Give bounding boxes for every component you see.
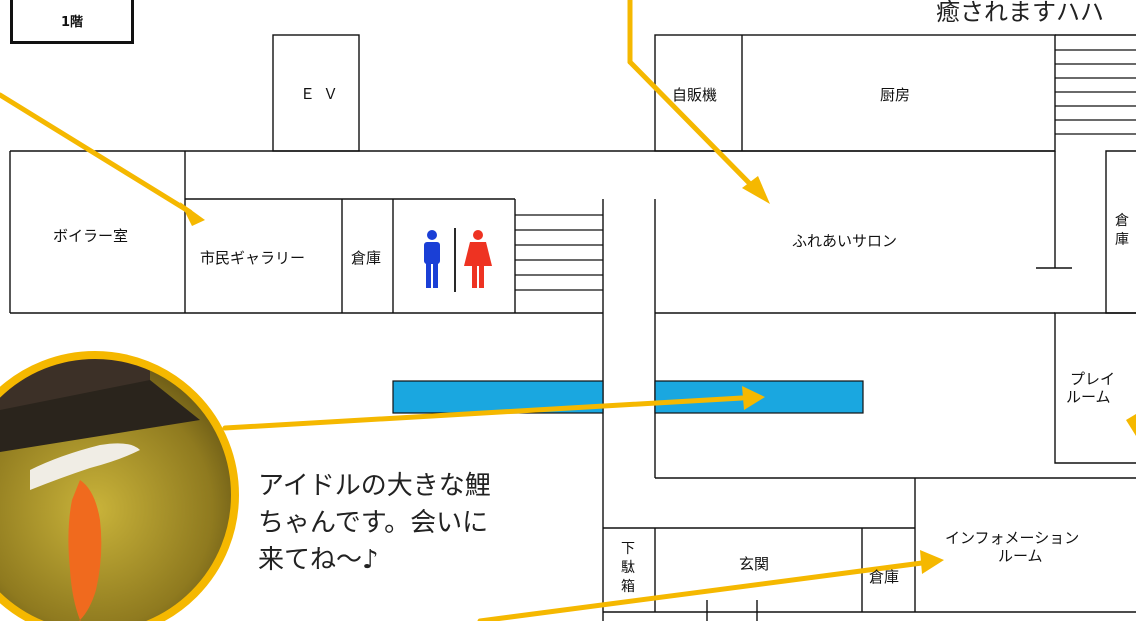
room-info-line1: インフォメーション (945, 529, 1080, 547)
pond-caption: アイドルの大きな鯉 ちゃんです。会いに 来てね～♪ (258, 468, 558, 579)
pond-caption-line1: アイドルの大きな鯉 (258, 471, 491, 501)
stairs-icon (515, 214, 603, 291)
floor-label: 1階 (10, 0, 134, 44)
male-restroom-icon (424, 230, 440, 288)
room-ev: ＥＶ (300, 85, 347, 103)
room-shoebox: 下駄箱 (621, 541, 635, 595)
room-boiler: ボイラー室 (53, 227, 129, 245)
top-note: 癒されますハハ (936, 0, 1104, 26)
pond-caption-line3: 来てね～♪ (258, 545, 379, 575)
stairs-icon (1055, 49, 1136, 135)
room-gallery: 市民ギャラリー (200, 249, 306, 267)
room-salon: ふれあいサロン (792, 232, 898, 250)
room-playroom-line2: ルーム (1066, 388, 1111, 406)
room-entrance: 玄関 (739, 555, 770, 573)
room-storage-bottom: 倉庫 (869, 568, 900, 586)
room-kitchen: 厨房 (880, 86, 911, 104)
room-info-line2: ルーム (998, 547, 1043, 565)
koi-photo (0, 351, 239, 621)
room-playroom-line1: プレイ (1070, 370, 1116, 388)
room-storage-left: 倉庫 (351, 249, 382, 267)
room-storage-right: 倉庫 (1115, 213, 1129, 248)
female-restroom-icon (464, 230, 492, 288)
room-vending: 自販機 (672, 86, 718, 104)
pond-caption-line2: ちゃんです。会いに (258, 508, 489, 538)
